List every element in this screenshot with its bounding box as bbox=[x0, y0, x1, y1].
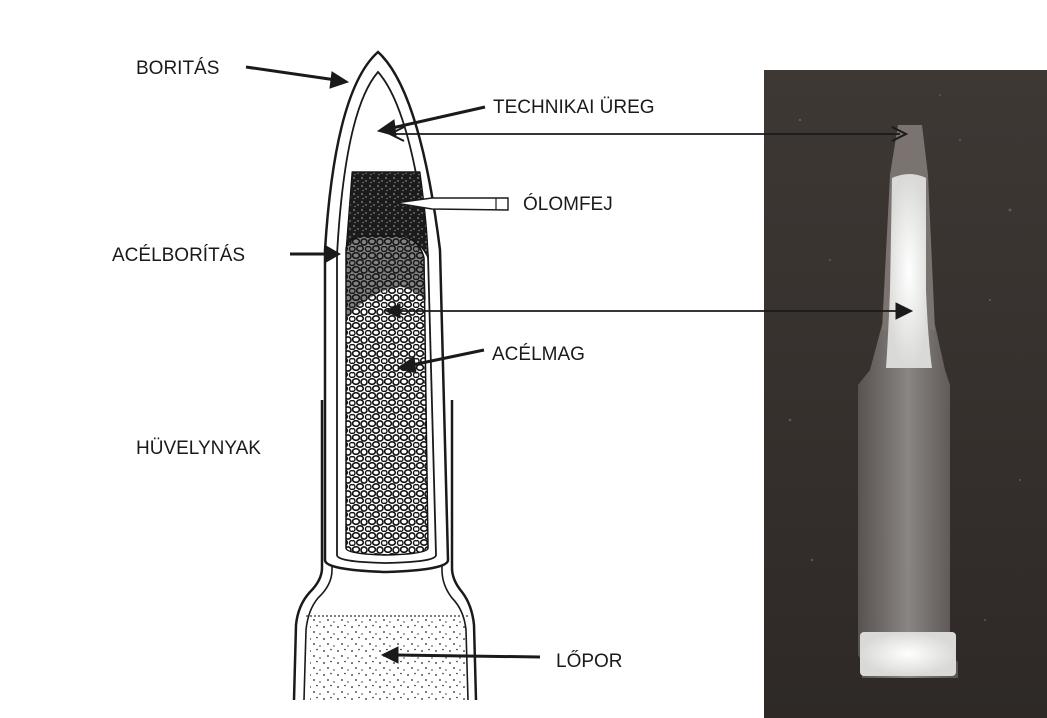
label-technikai-ureg: TECHNIKAI ÜREG bbox=[493, 97, 655, 118]
xray-photo bbox=[764, 70, 1047, 718]
xray-bright-base bbox=[860, 632, 956, 676]
label-olomfej: ÓLOMFEJ bbox=[523, 193, 613, 215]
label-acelboritas: ACÉLBORÍTÁS bbox=[112, 245, 245, 266]
xray-case bbox=[858, 325, 958, 678]
label-boritas: BORITÁS bbox=[136, 58, 219, 79]
label-huvelynyak: HÜVELYNYAK bbox=[136, 438, 261, 459]
xray-bright-core bbox=[886, 174, 932, 368]
label-lopor: LŐPOR bbox=[556, 650, 623, 672]
label-acelmag: ACÉLMAG bbox=[492, 344, 585, 365]
bullet-drawing bbox=[294, 52, 476, 700]
